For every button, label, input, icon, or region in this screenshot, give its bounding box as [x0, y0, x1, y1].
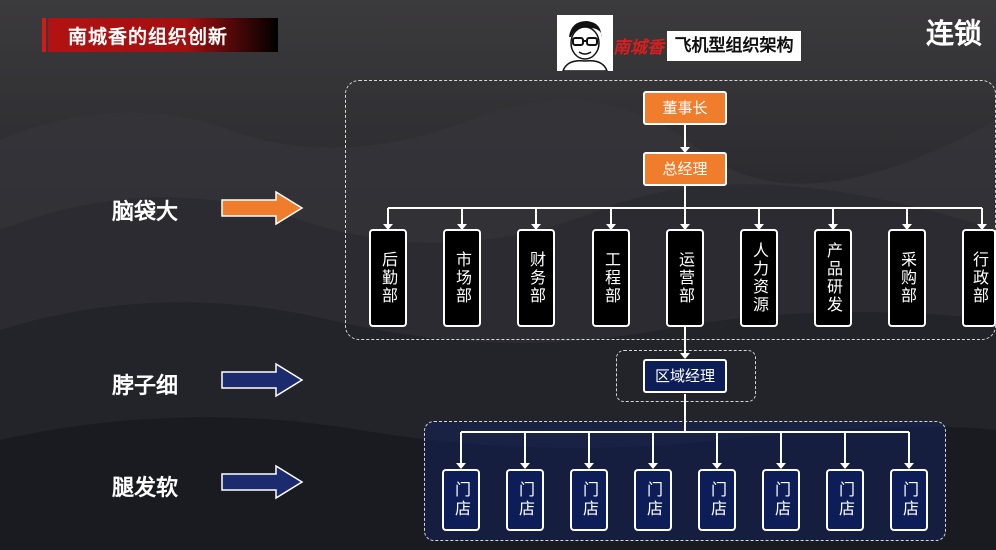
node-department: 后勤部	[369, 229, 407, 327]
node-department: 工程部	[592, 229, 630, 327]
node-department: 采购部	[888, 229, 926, 327]
side-label-neck: 脖子细	[112, 374, 179, 399]
brand-logo: 南城香 飞机型组织架构	[557, 15, 807, 73]
corner-text: 连锁	[926, 17, 983, 50]
brand-name: 南城香	[613, 38, 664, 58]
node-department: 市场部	[443, 229, 481, 327]
page-title: 南城香的组织创新	[68, 26, 229, 48]
node-department: 人力资源	[740, 229, 778, 327]
node-chairman: 董事长	[643, 91, 727, 125]
node-department: 运营部	[666, 229, 704, 327]
node-general-manager: 总经理	[643, 152, 727, 186]
node-store: 门店	[762, 469, 800, 531]
brand-subtitle: 飞机型组织架构	[667, 31, 801, 61]
node-store: 门店	[634, 469, 672, 531]
node-store: 门店	[442, 469, 480, 531]
node-department: 产品研发	[814, 229, 852, 327]
node-store: 门店	[890, 469, 928, 531]
node-store: 门店	[570, 469, 608, 531]
avatar-illustration	[557, 15, 613, 71]
side-label-head: 脑袋大	[112, 200, 179, 225]
arrow-right-icon	[221, 464, 304, 500]
node-store: 门店	[506, 469, 544, 531]
node-regional-manager: 区域经理	[643, 359, 727, 393]
side-label-legs: 腿发软	[112, 476, 179, 501]
section-title-tag: 南城香的组织创新	[42, 18, 278, 52]
node-store: 门店	[698, 469, 736, 531]
node-store: 门店	[826, 469, 864, 531]
node-department: 行政部	[962, 229, 996, 327]
node-department: 财务部	[517, 229, 555, 327]
arrow-right-icon	[221, 362, 304, 398]
arrow-right-icon	[221, 190, 304, 226]
